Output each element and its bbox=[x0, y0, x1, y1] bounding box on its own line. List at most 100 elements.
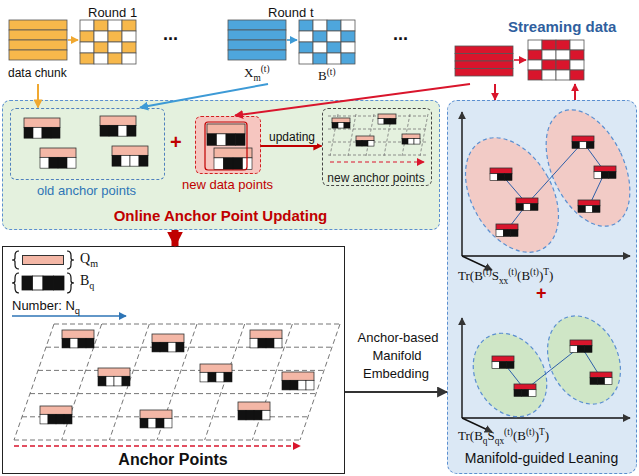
feature-bar bbox=[332, 118, 350, 123]
code-bit bbox=[208, 372, 216, 382]
text-part: T bbox=[539, 427, 545, 437]
feature-bar bbox=[572, 136, 594, 142]
legend-code-bit bbox=[43, 276, 54, 290]
code-bit bbox=[48, 414, 56, 424]
code-bit bbox=[236, 134, 246, 145]
legend-text-holder: Bq bbox=[80, 271, 94, 289]
axis bbox=[462, 417, 630, 418]
hash-code-cell bbox=[556, 60, 570, 70]
feature-bar bbox=[492, 356, 514, 362]
data-chunk-row bbox=[9, 50, 67, 60]
hash-code-cell bbox=[94, 31, 108, 42]
text-part: X bbox=[244, 65, 253, 80]
annotation-label: ... bbox=[393, 24, 408, 45]
code-bit bbox=[529, 390, 536, 397]
code-bit bbox=[42, 127, 51, 138]
connector-arrow bbox=[345, 391, 447, 393]
hash-code-cell bbox=[80, 20, 94, 31]
legend-code-bit bbox=[22, 276, 33, 290]
annotation-label-holder: + bbox=[536, 283, 547, 304]
data-chunk-row bbox=[228, 40, 286, 50]
code-bit bbox=[40, 157, 49, 168]
text-part: (t) bbox=[508, 267, 517, 277]
grid-line bbox=[300, 324, 340, 440]
data-chunk-row bbox=[228, 30, 286, 40]
feature-bar bbox=[250, 330, 282, 338]
hash-code-cell bbox=[122, 42, 136, 53]
code-bit bbox=[58, 157, 67, 168]
red-dashed-arrow bbox=[330, 161, 424, 162]
brace bbox=[12, 273, 19, 293]
axis bbox=[461, 112, 462, 256]
feature-bar bbox=[100, 116, 136, 125]
code-bit bbox=[78, 338, 86, 348]
feature-bar bbox=[378, 114, 396, 119]
hash-code-cell bbox=[94, 42, 108, 53]
node-title-holder: Online Anchor Point Updating bbox=[3, 207, 438, 225]
code-bit bbox=[216, 372, 224, 382]
hash-code-cell bbox=[542, 70, 556, 80]
code-bit bbox=[390, 119, 396, 124]
hash-code-cell bbox=[327, 20, 341, 31]
connector-arrow bbox=[574, 84, 576, 100]
hash-code-cell bbox=[542, 40, 556, 50]
text-part: q bbox=[75, 306, 80, 316]
brace bbox=[67, 273, 74, 293]
hash-code-cell bbox=[299, 42, 313, 53]
code-bit bbox=[109, 125, 118, 136]
hash-code-cell bbox=[327, 42, 341, 53]
feature-bar bbox=[516, 198, 538, 204]
text-part: (B bbox=[517, 268, 530, 283]
feature-bar bbox=[514, 384, 536, 390]
code-bit bbox=[130, 155, 139, 166]
code-bit bbox=[590, 378, 597, 385]
connector-arrow bbox=[494, 84, 496, 100]
code-bit bbox=[86, 338, 94, 348]
hash-code-cell bbox=[108, 20, 122, 31]
legend-text-holder: Qm bbox=[80, 249, 98, 267]
code-bit bbox=[497, 174, 504, 181]
text-part: (t) bbox=[526, 427, 535, 437]
code-bit bbox=[224, 158, 234, 169]
feature-bar bbox=[490, 168, 512, 174]
edge-label-holder: Anchor-based Manifold Embedding bbox=[349, 328, 445, 382]
line bbox=[287, 39, 297, 41]
code-bit bbox=[266, 338, 274, 348]
hash-code-cell bbox=[313, 31, 327, 42]
code-bit bbox=[156, 418, 164, 428]
annotation-label: Number: Nq bbox=[12, 299, 80, 314]
code-bit bbox=[368, 141, 374, 146]
hash-code-cell bbox=[327, 53, 341, 64]
text-part: Tr(B bbox=[458, 268, 483, 283]
text-part: B bbox=[318, 68, 327, 83]
code-bit bbox=[306, 380, 314, 390]
hash-code-cell bbox=[341, 42, 355, 53]
code-bit bbox=[496, 230, 503, 237]
data-chunk-row bbox=[455, 46, 513, 54]
text-part: ) bbox=[539, 268, 543, 283]
hash-code-cell bbox=[94, 20, 108, 31]
grid-line bbox=[328, 116, 426, 117]
hash-code-cell bbox=[556, 40, 570, 50]
text-part: ) bbox=[535, 428, 539, 443]
feature-bar bbox=[238, 402, 270, 410]
annotation-label-holder: Round 1 bbox=[88, 3, 137, 21]
code-bit bbox=[492, 362, 499, 369]
node-title: Anchor Points bbox=[118, 451, 227, 469]
text-part: (t) bbox=[504, 427, 513, 437]
code-bit bbox=[579, 142, 586, 149]
feature-bar bbox=[496, 224, 518, 230]
code-bit bbox=[56, 414, 64, 424]
hash-code-cell bbox=[556, 50, 570, 60]
hash-code-cell bbox=[341, 53, 355, 64]
annotation-label: + bbox=[536, 283, 547, 304]
hash-code-cell bbox=[542, 60, 556, 70]
hash-code-cell bbox=[313, 53, 327, 64]
legend-text: Qm bbox=[80, 251, 98, 267]
code-bit bbox=[585, 346, 592, 353]
code-bit bbox=[572, 142, 579, 149]
code-bit bbox=[514, 390, 521, 397]
connector-arrow bbox=[140, 84, 268, 108]
